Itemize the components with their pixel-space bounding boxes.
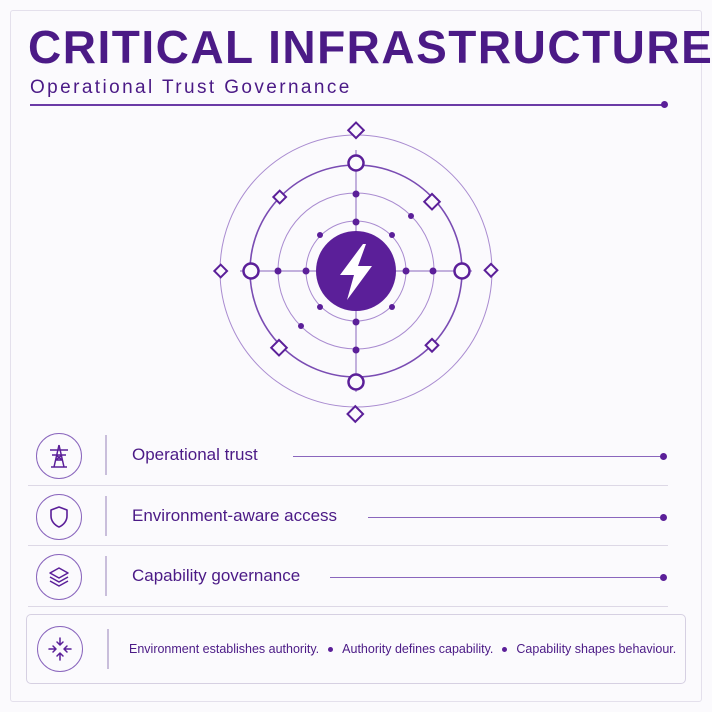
shield-icon (36, 494, 82, 540)
ring-dot (429, 267, 437, 275)
principles-footer: Environment establishes authority. Autho… (26, 614, 686, 684)
diamond-node (422, 192, 442, 211)
ring-dot (274, 267, 282, 275)
row-end-dot (660, 514, 667, 521)
row-connector-line (293, 456, 660, 457)
ring-dot (389, 232, 395, 238)
diamond-node (269, 338, 289, 357)
diamond-node (212, 263, 229, 279)
page-subtitle: Operational Trust Governance (30, 77, 352, 98)
ring-dot (389, 304, 395, 310)
row-divider-bar (105, 556, 107, 596)
header-rule (30, 104, 664, 106)
layers-icon (36, 554, 82, 600)
row-divider-bar (105, 435, 107, 475)
converging-arrows-icon (37, 626, 83, 672)
ring-node (347, 373, 365, 391)
ring-dot (302, 267, 310, 275)
ring-dot (352, 318, 360, 326)
row-label: Operational trust (132, 445, 258, 464)
header-rule-dot (661, 101, 668, 108)
ring-dot (298, 323, 304, 329)
page-title: CRITICAL INFRASTRUCTURE (28, 21, 712, 73)
diamond-node (483, 262, 499, 279)
row-divider-bar (105, 496, 107, 536)
ring-node (242, 262, 260, 280)
ring-dot (408, 213, 414, 219)
row-label: Capability governance (132, 566, 301, 585)
footer-statement: Environment establishes authority. (129, 642, 320, 656)
footer-statement: Authority defines capability. (342, 642, 494, 656)
ring-dot (317, 232, 323, 238)
footer-statement: Capability shapes behaviour. (516, 642, 677, 656)
principle-row-capability-governance: Capability governance (28, 550, 668, 606)
lightning-bolt-icon (340, 244, 372, 300)
row-divider (28, 485, 668, 486)
ring-dot (352, 218, 360, 226)
footer-statements: Environment establishes authority. Autho… (129, 642, 676, 656)
trust-ring-diagram (212, 121, 499, 424)
ring-dot (352, 346, 360, 354)
row-divider (28, 606, 668, 607)
ring-node (347, 154, 365, 172)
ring-node (453, 262, 471, 280)
row-end-dot (660, 574, 667, 581)
power-pylon-icon (36, 433, 82, 479)
page-frame (10, 10, 702, 702)
ring-dot (317, 304, 323, 310)
diamond-node (271, 189, 288, 205)
row-connector-line (330, 577, 660, 578)
principle-row-environment-aware-access: Environment-aware access (28, 490, 668, 546)
principle-row-operational-trust: Operational trust (28, 429, 668, 485)
diamond-node (346, 121, 366, 140)
row-divider (28, 545, 668, 546)
row-connector-line (368, 517, 660, 518)
diamond-node (424, 337, 440, 354)
bullet-dot (328, 646, 334, 652)
bullet-dot (502, 646, 508, 652)
row-end-dot (660, 453, 667, 460)
row-label: Environment-aware access (132, 506, 338, 525)
ring-dot (402, 267, 410, 275)
diamond-node (346, 404, 365, 424)
ring-dot (352, 190, 360, 198)
footer-divider-bar (107, 629, 109, 669)
